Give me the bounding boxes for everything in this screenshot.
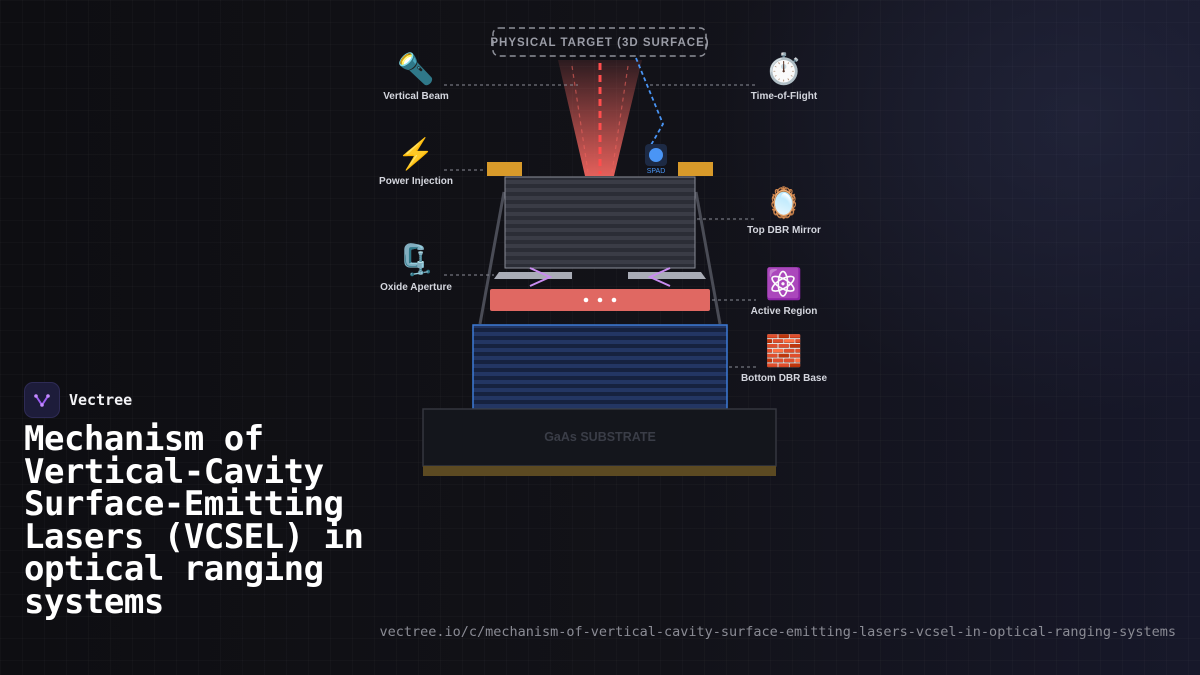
bricks-icon: 🧱 bbox=[765, 333, 802, 368]
spad-label: SPAD bbox=[647, 168, 666, 175]
bottom-dbr-stack bbox=[472, 324, 728, 410]
brand-name: Vectree bbox=[69, 391, 133, 409]
page-title: Mechanism of Vertical-Cavity Surface-Emi… bbox=[24, 419, 364, 622]
stopwatch-icon: ⏱️ bbox=[765, 51, 802, 86]
substrate-label: GaAs SUBSTRATE bbox=[544, 430, 656, 444]
mesa-left-wall bbox=[478, 191, 506, 325]
label-top-dbr-mirror: Top DBR Mirror bbox=[747, 225, 821, 236]
flashlight-icon: 🔦 bbox=[397, 51, 434, 87]
label-oxide-aperture: Oxide Aperture bbox=[380, 282, 452, 293]
active-dot-3 bbox=[611, 297, 617, 303]
mesa-right-wall bbox=[694, 191, 722, 325]
right-metal-contact bbox=[678, 162, 713, 176]
return-path-line bbox=[635, 57, 664, 146]
label-time-of-flight: Time-of-Flight bbox=[751, 91, 818, 102]
lightning-icon: ⚡ bbox=[397, 136, 434, 172]
beam-side-line-left bbox=[571, 65, 589, 173]
active-dot-1 bbox=[583, 297, 589, 303]
physical-target-label: PHYSICAL TARGET (3D SURFACE) bbox=[490, 37, 709, 49]
label-bottom-dbr-base: Bottom DBR Base bbox=[741, 373, 828, 384]
substrate-base-contact bbox=[423, 466, 776, 476]
aperture-arrow-left bbox=[529, 267, 553, 287]
left-metal-contact bbox=[487, 162, 522, 176]
label-power-injection: Power Injection bbox=[379, 176, 453, 187]
oxide-layer-right bbox=[628, 272, 706, 279]
clamp-icon: 🗜️ bbox=[397, 242, 434, 277]
vectree-logo-icon bbox=[24, 382, 60, 418]
mirror-icon: 🪞 bbox=[765, 185, 802, 220]
label-active-region: Active Region bbox=[751, 306, 818, 317]
atom-icon: ⚛️ bbox=[765, 266, 802, 301]
brand[interactable]: Vectree bbox=[24, 382, 132, 418]
source-url[interactable]: vectree.io/c/mechanism-of-vertical-cavit… bbox=[379, 624, 1176, 640]
spad-lens bbox=[649, 148, 663, 162]
active-dot-2 bbox=[597, 297, 603, 303]
label-vertical-beam: Vertical Beam bbox=[383, 91, 449, 102]
physical-target-box bbox=[492, 27, 707, 57]
aperture-arrow-right bbox=[647, 267, 671, 287]
top-dbr-stack bbox=[504, 176, 696, 269]
oxide-layer-left bbox=[494, 272, 572, 279]
beam-side-line-right bbox=[611, 65, 629, 173]
